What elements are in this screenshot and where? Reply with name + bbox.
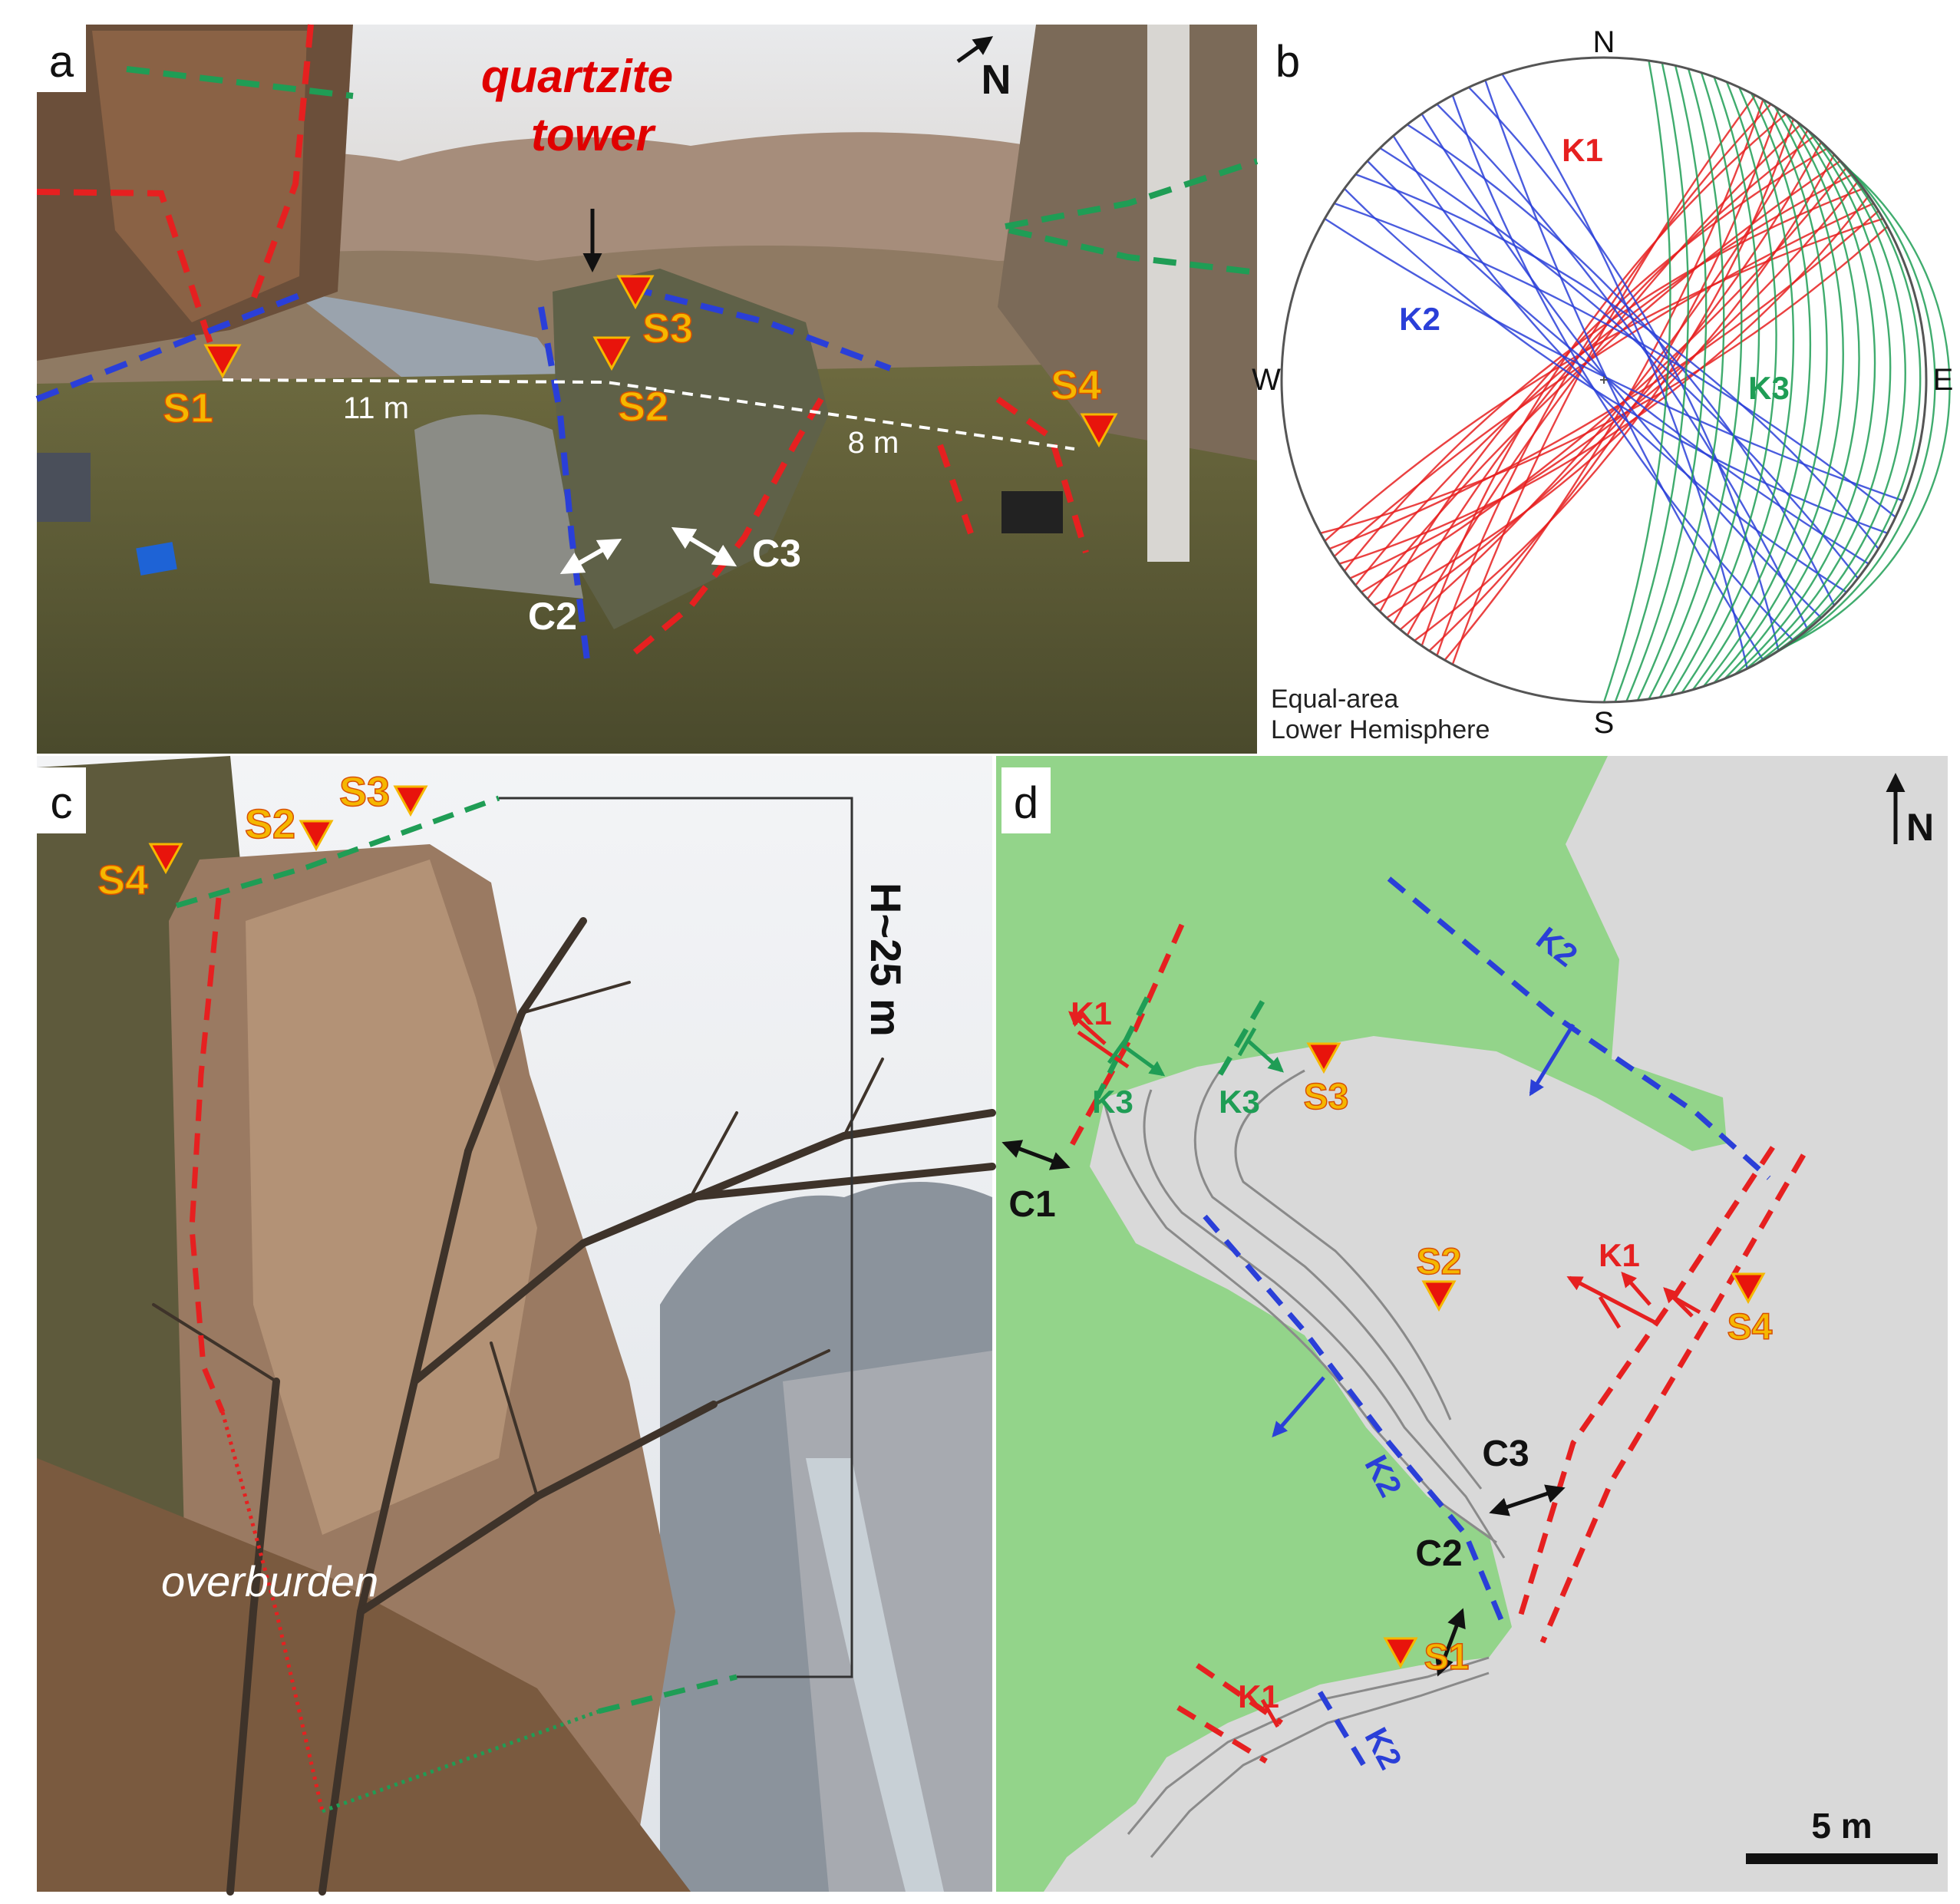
crack-label-c3: C3 [752,532,801,575]
distance-label-11m: 11 m [343,391,409,425]
great-circle-k1 [1333,202,1874,557]
great-circle-k3 [1734,121,1876,675]
station-triangle-c-s2 [299,820,334,852]
stereonet-west: W [1252,363,1281,397]
map-station-triangle-s2 [1421,1280,1457,1312]
map-station-s3: S3 [1304,1077,1349,1117]
station-label-s2: S2 [618,384,668,430]
stereonet-set-k2: K2 [1399,301,1440,337]
great-circle-k3 [1744,129,1892,671]
great-circle-k3 [1783,167,1951,648]
map-k1-west: K1 [1071,995,1112,1031]
stereonet-caption-line2: Lower Hemisphere [1271,715,1490,744]
map-station-s2: S2 [1417,1242,1462,1282]
panel-c-overburden-label: overburden [161,1557,378,1605]
great-circle-k2 [1501,73,1748,669]
stereonet-north: N [1593,25,1615,59]
stereonet-set-k1: K1 [1562,132,1603,168]
map-station-triangle-s1 [1383,1637,1418,1669]
great-circle-k2 [1484,80,1764,661]
great-circle-k3 [1636,68,1725,701]
great-circle-k3 [1658,76,1760,698]
panel-a-title-line2: tower [531,109,657,160]
crack-label-c2: C2 [528,595,577,638]
great-circle-k1 [1343,187,1864,572]
map-k3-east: K3 [1219,1084,1260,1120]
great-circle-k3 [1625,65,1708,702]
great-circle-k2 [1467,86,1780,652]
station-triangle-s2 [592,336,631,371]
stereonet-set-k3: K3 [1748,370,1790,406]
map-station-s1: S1 [1424,1637,1470,1678]
stereonet [1320,60,1951,703]
station-triangle-c-s4 [148,843,183,875]
great-circle-k2 [1436,103,1809,631]
great-circle-k1 [1320,226,1889,534]
map-crack-c1: C1 [1008,1184,1055,1225]
panel-c-station-s2: S2 [245,801,295,847]
great-circle-k3 [1648,72,1743,700]
map-crack-c2: C2 [1415,1533,1462,1574]
map-station-triangle-s4 [1731,1272,1766,1305]
panel-a-title-line1: quartzite [481,51,673,102]
panel-c-station-s3: S3 [339,769,390,815]
great-circle-k2 [1355,173,1879,549]
great-circle-k3 [1614,62,1689,703]
great-circle-k3 [1602,60,1671,703]
panel-c-station-s4: S4 [97,857,148,903]
great-circle-k2 [1334,202,1896,518]
map-k1-east: K1 [1599,1237,1640,1273]
panel-c: S4 S2 S3 c H~25 m overburden [37,756,996,1896]
great-circle-k3 [1702,99,1828,688]
great-circle-k3 [1713,106,1844,684]
panel-c-letter: c [51,778,73,828]
station-label-s3: S3 [642,305,693,351]
map-k1-south: K1 [1238,1678,1279,1714]
panel-a-letter: a [49,37,74,87]
station-label-s1: S1 [163,385,213,431]
panel-d: S3 S2 S4 S1 C1 C2 C3 K1 K1 K1 K3 K3 K2 K… [996,756,1948,1892]
map-station-triangle-s3 [1306,1042,1341,1074]
station-triangle-c-s3 [393,785,428,817]
station-triangle-s3 [616,275,655,310]
great-circle-k2 [1407,124,1836,606]
station-triangle-s1 [203,344,242,379]
station-triangle-s4 [1080,413,1118,448]
panel-b-letter: b [1275,37,1300,87]
panel-d-letter: d [1014,778,1038,828]
panel-c-height-label: H~25 m [862,883,910,1037]
great-circle-k3 [1724,113,1860,680]
stereonet-caption-line1: Equal-area [1271,685,1398,714]
stereonet-south: S [1594,706,1615,740]
panel-a: a quartzite tower N S1 S2 S3 S4 11 m 8 m… [35,24,1259,754]
distance-label-8m: 8 m [848,426,899,460]
great-circle-k3 [1670,81,1777,696]
great-circle-k3 [1774,157,1936,655]
map-k3-west: K3 [1092,1084,1133,1120]
map-scale-bar [1746,1853,1938,1864]
map-station-s4: S4 [1727,1307,1773,1348]
great-circle-k3 [1754,138,1906,665]
great-circle-k1 [1338,195,1869,565]
great-circle-k3 [1681,87,1795,694]
great-circle-k2 [1379,147,1859,579]
panel-b: b N S E W K1 K2 K3 Equal-area Lower Hemi… [1252,25,1960,754]
panel-a-north-label: N [982,57,1011,103]
stereonet-east: E [1933,363,1954,397]
map-crack-c3: C3 [1482,1434,1529,1474]
map-north-label: N [1906,806,1934,849]
map-scale-label: 5 m [1811,1806,1872,1846]
great-circle-k1 [1324,217,1884,542]
great-circle-k3 [1764,147,1922,660]
stereonet-primitive [1280,56,1928,704]
station-label-s4: S4 [1051,362,1101,408]
great-circle-k3 [1691,92,1812,691]
